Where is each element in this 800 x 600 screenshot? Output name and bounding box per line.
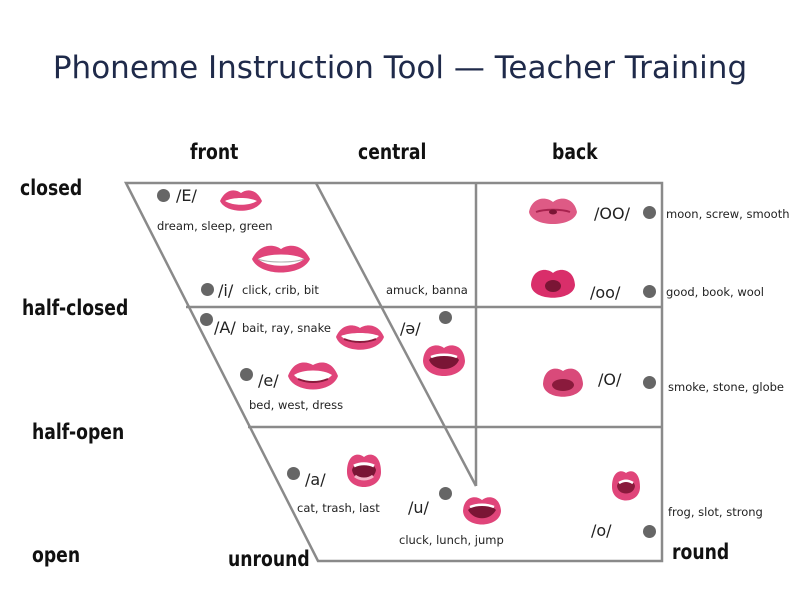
lips-wide-open-icon <box>347 454 381 487</box>
axis-unround: unround <box>228 547 310 571</box>
examples-OO: moon, screw, smooth <box>666 207 790 221</box>
trapezoid-outline <box>123 181 664 563</box>
marker-dot <box>200 313 213 326</box>
axis-back: back <box>552 140 598 164</box>
marker-dot <box>439 487 452 500</box>
examples-O: smoke, stone, globe <box>668 380 784 394</box>
lips-pucker-icon <box>529 198 577 224</box>
examples-o: frog, slot, strong <box>668 505 763 519</box>
marker-dot <box>287 467 300 480</box>
axis-round: round <box>672 540 730 564</box>
marker-dot <box>643 376 656 389</box>
lips-round-icon <box>531 269 575 298</box>
page-title: Phoneme Instruction Tool — Teacher Train… <box>52 50 748 86</box>
phoneme-u: /u/ <box>408 498 429 517</box>
axis-closed: closed <box>20 176 83 200</box>
lips-grin-icon <box>336 325 384 350</box>
examples-E: dream, sleep, green <box>157 219 273 233</box>
examples-A: bait, ray, snake <box>242 321 331 335</box>
axis-central: central <box>358 140 427 164</box>
marker-dot <box>201 283 214 296</box>
examples-oo: good, book, wool <box>666 285 764 299</box>
lips-short-open-icon <box>463 497 501 525</box>
examples-central-high: amuck, banna <box>386 283 468 297</box>
lips-small-round-icon <box>612 471 640 501</box>
lips-oval-icon <box>543 368 583 397</box>
lips-smile-icon <box>220 190 262 211</box>
phoneme-OO: /OO/ <box>594 204 630 223</box>
marker-dot <box>643 285 656 298</box>
marker-dot <box>643 525 656 538</box>
examples-e: bed, west, dress <box>249 398 344 412</box>
phoneme-O: /O/ <box>598 370 622 389</box>
axis-half-closed: half-closed <box>22 296 129 320</box>
phoneme-i: /i/ <box>218 281 234 300</box>
marker-dot <box>157 189 170 202</box>
marker-dot <box>240 368 253 381</box>
axis-half-open: half-open <box>32 420 125 444</box>
lips-open-icon <box>423 345 465 376</box>
central-diagonal-line <box>314 182 478 487</box>
phoneme-oo: /oo/ <box>590 283 621 302</box>
axis-open: open <box>32 543 81 567</box>
examples-a: cat, trash, last <box>297 501 380 515</box>
marker-dot <box>439 311 452 324</box>
axis-front: front <box>190 140 239 164</box>
phoneme-e: /e/ <box>258 371 279 390</box>
lips-wide-smile-icon <box>252 245 310 273</box>
phoneme-A: /A/ <box>214 318 236 337</box>
phoneme-E: /E/ <box>176 186 197 205</box>
phoneme-schwa: /ə/ <box>400 319 421 338</box>
marker-dot <box>643 206 656 219</box>
phoneme-a: /a/ <box>305 470 326 489</box>
examples-i: click, crib, bit <box>242 283 319 297</box>
examples-u: cluck, lunch, jump <box>399 533 504 547</box>
lips-half-open-icon <box>288 362 338 390</box>
phoneme-o: /o/ <box>591 521 612 540</box>
